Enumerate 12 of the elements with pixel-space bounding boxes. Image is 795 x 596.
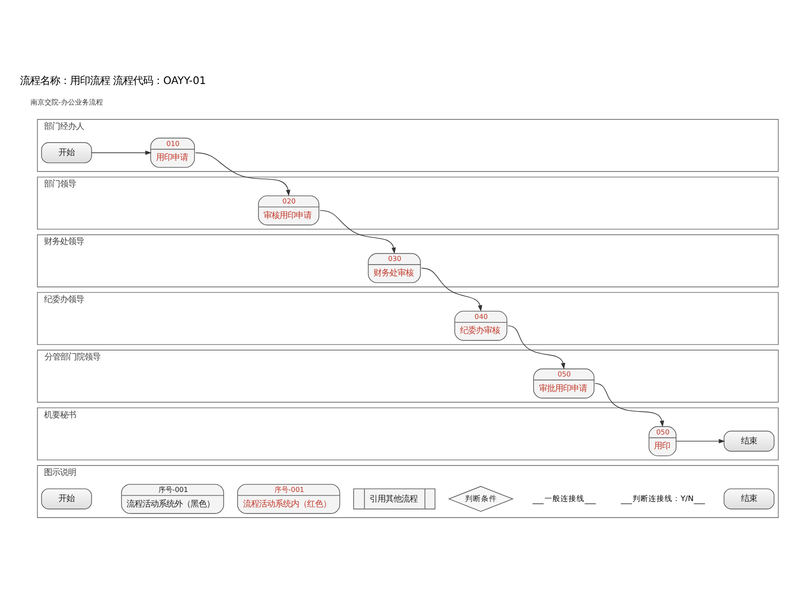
- arrow: [508, 325, 566, 370]
- node-box: 结束: [724, 430, 774, 452]
- arrow: [421, 268, 482, 312]
- arrow: [195, 152, 290, 196]
- node-box: 开始: [41, 488, 92, 510]
- arrow: [91, 150, 152, 155]
- node-box: 结束: [724, 488, 774, 510]
- arrow: [676, 439, 726, 444]
- arrow: [320, 210, 396, 254]
- arrow: [594, 383, 664, 427]
- node-box: 开始: [41, 142, 92, 164]
- diagram-title: 流程名称：用印流程 流程代码：OAYY-01: [20, 74, 206, 87]
